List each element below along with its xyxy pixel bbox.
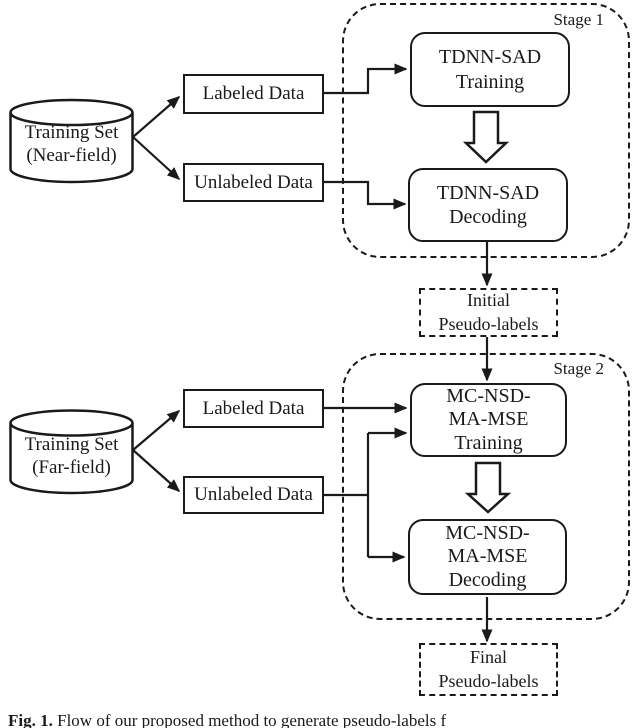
database-cylinder-near-field-icon	[9, 98, 134, 184]
stage2-label: Stage 2	[553, 359, 604, 378]
training-set-far-field-label: Training Set (Far-field)	[24, 434, 119, 478]
block-arrow-stage2-icon	[464, 461, 512, 514]
stage1-container	[342, 3, 630, 258]
training-set-near-field-label: Training Set (Near-field)	[24, 122, 119, 166]
tdnn-sad-training-box: TDNN-SAD Training	[410, 32, 570, 107]
figure-caption: Fig. 1. Flow of our proposed method to g…	[8, 711, 640, 728]
figure-caption-text: Flow of our proposed method to generate …	[57, 711, 447, 728]
near-field-labeled-data-box: Labeled Data	[183, 74, 324, 114]
far-field-split-arrows	[132, 410, 181, 492]
far-field-labeled-data-box: Labeled Data	[183, 389, 324, 428]
database-cylinder-far-field-icon	[9, 409, 134, 495]
stage2-container	[342, 353, 630, 620]
stage2-input-connectors	[324, 402, 408, 563]
far-field-unlabeled-data-box: Unlabeled Data	[183, 476, 324, 514]
mc-nsd-ma-mse-decoding-box: MC-NSD- MA-MSE Decoding	[408, 519, 567, 595]
block-arrow-stage1-icon	[462, 110, 510, 164]
mc-nsd-ma-mse-training-box: MC-NSD- MA-MSE Training	[410, 383, 567, 457]
tdnn-sad-decoding-box: TDNN-SAD Decoding	[408, 168, 568, 242]
near-field-unlabeled-data-box: Unlabeled Data	[183, 163, 324, 202]
stage1-label: Stage 1	[553, 10, 604, 29]
initial-pseudo-labels-box: Initial Pseudo-labels	[419, 288, 558, 337]
stage1-input-connectors	[324, 63, 408, 210]
figure-caption-tag: Fig. 1.	[8, 711, 53, 728]
final-pseudo-labels-box: Final Pseudo-labels	[419, 643, 558, 696]
near-field-split-arrows	[132, 96, 181, 181]
